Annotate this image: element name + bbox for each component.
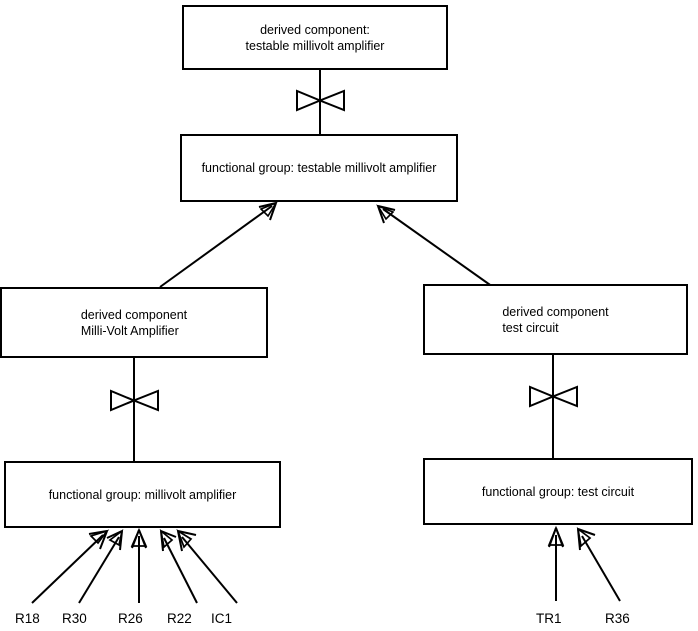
leaf-label-r30[interactable]: R30 xyxy=(62,611,87,626)
node-functional-group-test-circuit[interactable]: functional group: test circuit xyxy=(423,458,693,525)
node-functional-group-testable-millivolt-amplifier[interactable]: functional group: testable millivolt amp… xyxy=(180,134,458,202)
node-functional-group-millivolt-amplifier[interactable]: functional group: millivolt amplifier xyxy=(4,461,281,528)
leaf-arrows-millivolt xyxy=(31,527,238,604)
connector-millivolt-derived-to-testable-fg xyxy=(159,201,278,288)
connector-testcircuit-derived-to-testable-fg xyxy=(376,204,494,288)
leaf-label-r18[interactable]: R18 xyxy=(15,611,40,626)
leaf-label-r36[interactable]: R36 xyxy=(605,611,630,626)
connector-derived-to-functional-group-testcircuit xyxy=(529,355,578,458)
connector-derived-to-functional-group-millivolt xyxy=(110,358,159,461)
bowtie-top-icon xyxy=(296,89,345,112)
leaf-label-r26[interactable]: R26 xyxy=(118,611,143,626)
node-label: functional group: test circuit xyxy=(481,484,635,499)
bowtie-left-icon xyxy=(110,389,159,412)
leaf-arrows-testcircuit xyxy=(547,525,621,602)
bowtie-right-icon xyxy=(529,385,578,408)
leaf-label-r22[interactable]: R22 xyxy=(167,611,192,626)
node-derived-milli-volt-amplifier[interactable]: derived component Milli-Volt Amplifier xyxy=(0,287,268,358)
leaf-label-tr1[interactable]: TR1 xyxy=(536,611,562,626)
leaf-label-ic1[interactable]: IC1 xyxy=(211,611,233,626)
node-label: derived component: testable millivolt am… xyxy=(245,22,385,53)
node-label: derived component test circuit xyxy=(502,304,609,335)
node-derived-test-circuit[interactable]: derived component test circuit xyxy=(423,284,688,355)
node-label: functional group: millivolt amplifier xyxy=(48,487,237,502)
connector-derived-to-functional-group-testable xyxy=(296,70,345,134)
node-label: derived component Milli-Volt Amplifier xyxy=(80,307,188,338)
node-label: functional group: testable millivolt amp… xyxy=(201,161,437,175)
node-derived-testable-millivolt-amplifier[interactable]: derived component: testable millivolt am… xyxy=(182,5,448,70)
